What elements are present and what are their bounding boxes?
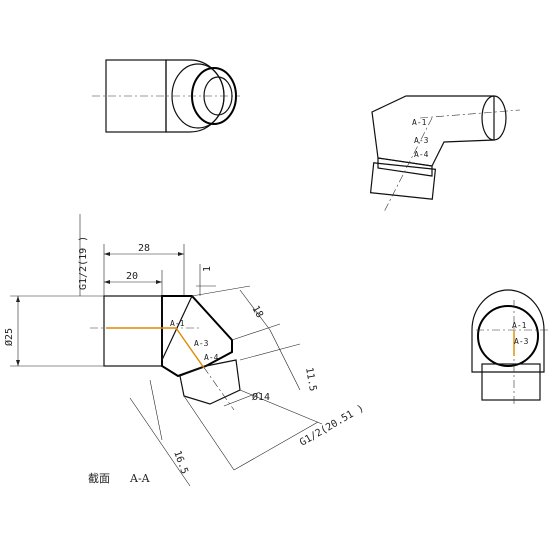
caption-section-label: 截面 (88, 471, 110, 485)
section-label-a4: A-4 (204, 353, 219, 362)
dim-diameter-25: Ø25 (3, 328, 15, 346)
dim-diameter-14: Ø14 (252, 391, 270, 403)
iso-end-face (481, 95, 507, 141)
front-body (471, 289, 545, 373)
iso-thread (369, 162, 437, 200)
section-body (161, 295, 233, 378)
section-thread-left (103, 295, 163, 367)
dim-length-11-5: 11.5 (303, 367, 318, 393)
dim-length-28: 28 (138, 243, 150, 254)
dim-length-1: 1 (202, 266, 213, 272)
iso-collar (377, 157, 433, 177)
dim-thread-g12-19: G1/2(19 ) (78, 236, 89, 290)
iso-label-a4: A-4 (414, 150, 429, 159)
front-bore (477, 305, 539, 367)
iso-elbow-body (371, 95, 495, 167)
front-label-a3: A-3 (514, 337, 529, 346)
iso-label-a1: A-1 (412, 118, 427, 127)
flow-path-diagonal (175, 327, 205, 369)
dim-thread-g12-2051: G1/2(20.51 ) (298, 403, 366, 449)
front-view-right: A-1 A-3 (471, 289, 548, 404)
front-label-a1: A-1 (512, 321, 527, 330)
iso-view-top-right: A-1 A-3 A-4 (369, 95, 521, 213)
front-thread (481, 363, 541, 401)
dim-length-20: 20 (126, 271, 138, 282)
iso-axis-2 (383, 117, 433, 213)
iso-axis (419, 109, 521, 119)
dim-length-18: 18 (249, 304, 265, 320)
side-view-top-left (92, 59, 240, 133)
section-label-a1: A-1 (170, 319, 185, 328)
section-label-a3: A-3 (194, 339, 209, 348)
section-thread-outlet (179, 359, 241, 405)
iso-label-a3: A-3 (414, 136, 429, 145)
outer-bore (191, 67, 237, 125)
section-view: A-1 A-3 A-4 G1/2(19 ) 28 20 1 Ø25 (3, 214, 366, 487)
caption-section-name: A-A (129, 472, 151, 485)
